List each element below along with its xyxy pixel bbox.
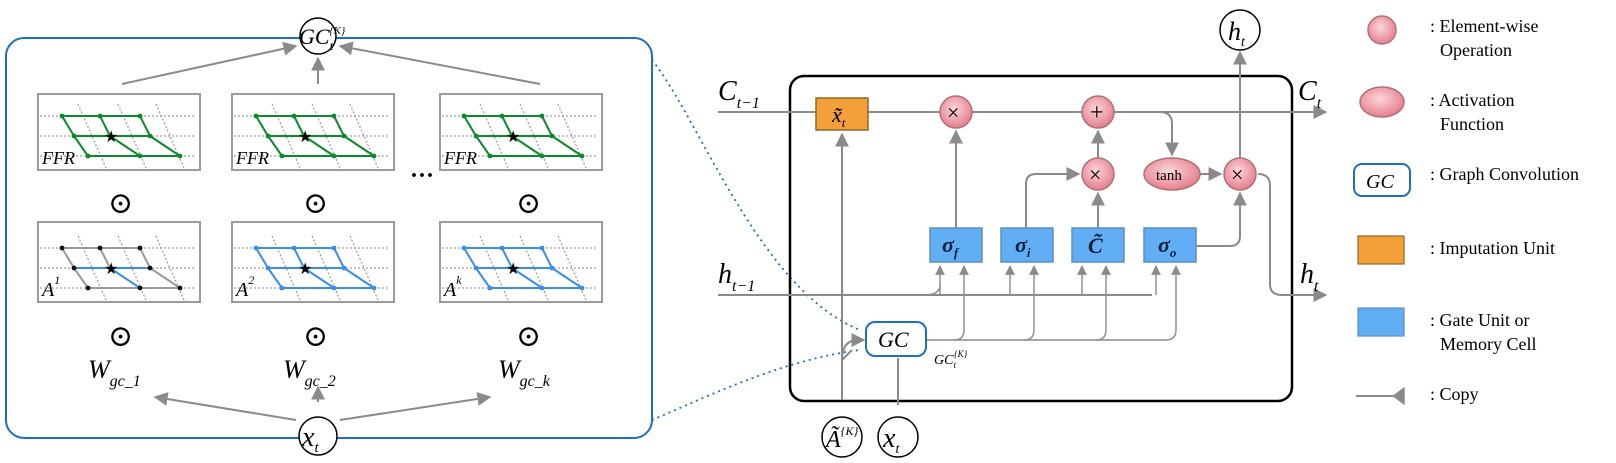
- legend-activation-line2: Function: [1440, 114, 1504, 134]
- a-input-branch: [841, 349, 853, 361]
- adjacency-input-label: Ã{K}: [824, 424, 858, 453]
- arrow-panel1-to-gc: [121, 41, 298, 85]
- c-next-label: Ct: [1298, 76, 1322, 112]
- legend-activation-line1: : Activation: [1430, 90, 1515, 110]
- ffr-label: FFR: [443, 148, 477, 168]
- weight-label-1: Wgc_1: [88, 355, 141, 390]
- xt-input-node: [877, 416, 919, 458]
- adjacency-panel: ★ A1: [37, 221, 201, 303]
- legend-activation-icon: [1359, 86, 1405, 118]
- adjacency-label: A2: [234, 273, 254, 301]
- c-prev-label: Ct−1: [718, 76, 760, 112]
- legend-copy-line1: : Copy: [1430, 384, 1479, 404]
- legend-imputation-icon: [1357, 235, 1405, 265]
- adjacency-panels: ★ A1 ★ A2 ★ Ak: [37, 221, 603, 303]
- legend-gate-icon: [1357, 307, 1405, 337]
- adjacency-panel: ★ A2: [231, 221, 395, 303]
- center-node-star: ★: [298, 129, 312, 146]
- adjacency-input-node: [821, 416, 863, 458]
- center-node-star: ★: [506, 261, 520, 278]
- multiply-forget-op: [939, 95, 973, 129]
- center-node-star: ★: [298, 261, 312, 278]
- output-gate-label: σo: [1158, 232, 1177, 260]
- ffr-label: FFR: [41, 148, 75, 168]
- legend-gate-line2: Memory Cell: [1440, 334, 1537, 354]
- candidate-memory-cell: [1071, 227, 1125, 263]
- ffr-panel: ★ FFR: [37, 93, 201, 171]
- legend-imputation-line1: : Imputation Unit: [1430, 238, 1555, 258]
- adjacency-panel: ★ Ak: [439, 221, 603, 303]
- legend-gc-symbol: GC: [1366, 171, 1394, 193]
- xt-input-label: xt: [882, 423, 900, 457]
- output-gate: [1143, 227, 1197, 263]
- ffr-label: FFR: [235, 148, 269, 168]
- input-gate: [1000, 227, 1054, 263]
- weight-label-2: Wgc_2: [283, 355, 336, 390]
- input-node-label: xt: [301, 422, 319, 456]
- tanh-label: tanh: [1156, 168, 1182, 184]
- weight-label-k: Wgc_k: [498, 355, 551, 390]
- odot-symbol: ⊙: [108, 320, 133, 353]
- legend-op-line1: : Element-wise: [1430, 16, 1538, 36]
- adjacency-label: A1: [40, 273, 60, 301]
- center-node-star: ★: [104, 129, 118, 146]
- input-gate-label: σi: [1015, 232, 1031, 260]
- arrow-input-to-mult: [1025, 167, 1081, 228]
- gc-out-label: GCt{K}: [934, 349, 968, 370]
- a-to-gc-arrow: [841, 333, 866, 361]
- legend-gc-icon: [1353, 163, 1411, 197]
- input-node: [298, 416, 338, 456]
- zoom-connector-top: [651, 59, 861, 331]
- legend-gate-line1: : Gate Unit or: [1430, 310, 1529, 330]
- arrow-to-ht-right: [1257, 173, 1328, 302]
- graph-convolution-block: [865, 321, 927, 357]
- h-prev-label: ht−1: [718, 259, 755, 295]
- add-op: [1081, 95, 1115, 129]
- forget-gate: [929, 227, 983, 263]
- ffr-panel: ★ FFR: [231, 93, 395, 171]
- arrow-output-to-mult: [1192, 191, 1247, 247]
- legend-copy-icon: [1356, 386, 1405, 406]
- center-node-star: ★: [104, 261, 118, 278]
- h-next-label: ht: [1300, 259, 1319, 295]
- plus-symbol: +: [1090, 100, 1104, 126]
- imputation-label: x̃t: [831, 102, 846, 130]
- candidate-label: C̃: [1088, 233, 1103, 258]
- times-symbol: ×: [947, 100, 959, 125]
- adjacency-label: Ak: [442, 273, 462, 301]
- arrow-c-to-tanh: [1159, 111, 1179, 157]
- zoom-connector-bottom: [651, 349, 861, 421]
- forget-gate-label: σf: [942, 232, 960, 260]
- odot-symbol: ⊙: [516, 187, 541, 220]
- arrow-xt-to-w1: [153, 392, 297, 421]
- ellipsis: ···: [410, 163, 434, 189]
- odot-symbol: ⊙: [303, 187, 328, 220]
- times-symbol: ×: [1089, 162, 1101, 187]
- ht-output-node: [1219, 9, 1261, 51]
- arrow-xt-to-wk: [339, 391, 492, 421]
- legend-gc-line1: : Graph Convolution: [1430, 164, 1579, 184]
- legend: : Element-wise Operation : Activation Fu…: [1353, 15, 1579, 406]
- left-panel: GCt{K} ★FFR★FFR★FFR ★A1★A2★Ak ⊙ ⊙ ⊙ ··· …: [5, 17, 653, 456]
- odot-symbol: ⊙: [303, 320, 328, 353]
- ffr-panels: ★ FFR ★ FFR ★ FFR: [37, 93, 603, 171]
- ht-top-label: ht: [1228, 17, 1246, 50]
- lstm-cell: Ct−1 Ct ht−1 x̃t × + × tanh × ht ht: [718, 9, 1328, 458]
- times-symbol: ×: [1231, 162, 1243, 187]
- odot-symbol: ⊙: [516, 320, 541, 353]
- center-node-star: ★: [506, 129, 520, 146]
- gc-output-node: [299, 17, 337, 55]
- gate-input-wires: [923, 265, 1181, 341]
- arrow-panel3-to-gc: [338, 41, 541, 85]
- legend-op-line2: Operation: [1440, 40, 1512, 60]
- ffr-panel: ★ FFR: [439, 93, 603, 171]
- gc-output-node-label: GCt{K}: [299, 24, 346, 53]
- cell-border: [788, 74, 1294, 403]
- imputation-unit: [815, 97, 869, 131]
- legend-op-icon: [1367, 15, 1397, 45]
- gc-block-label: GC: [878, 327, 909, 352]
- odot-symbol: ⊙: [108, 187, 133, 220]
